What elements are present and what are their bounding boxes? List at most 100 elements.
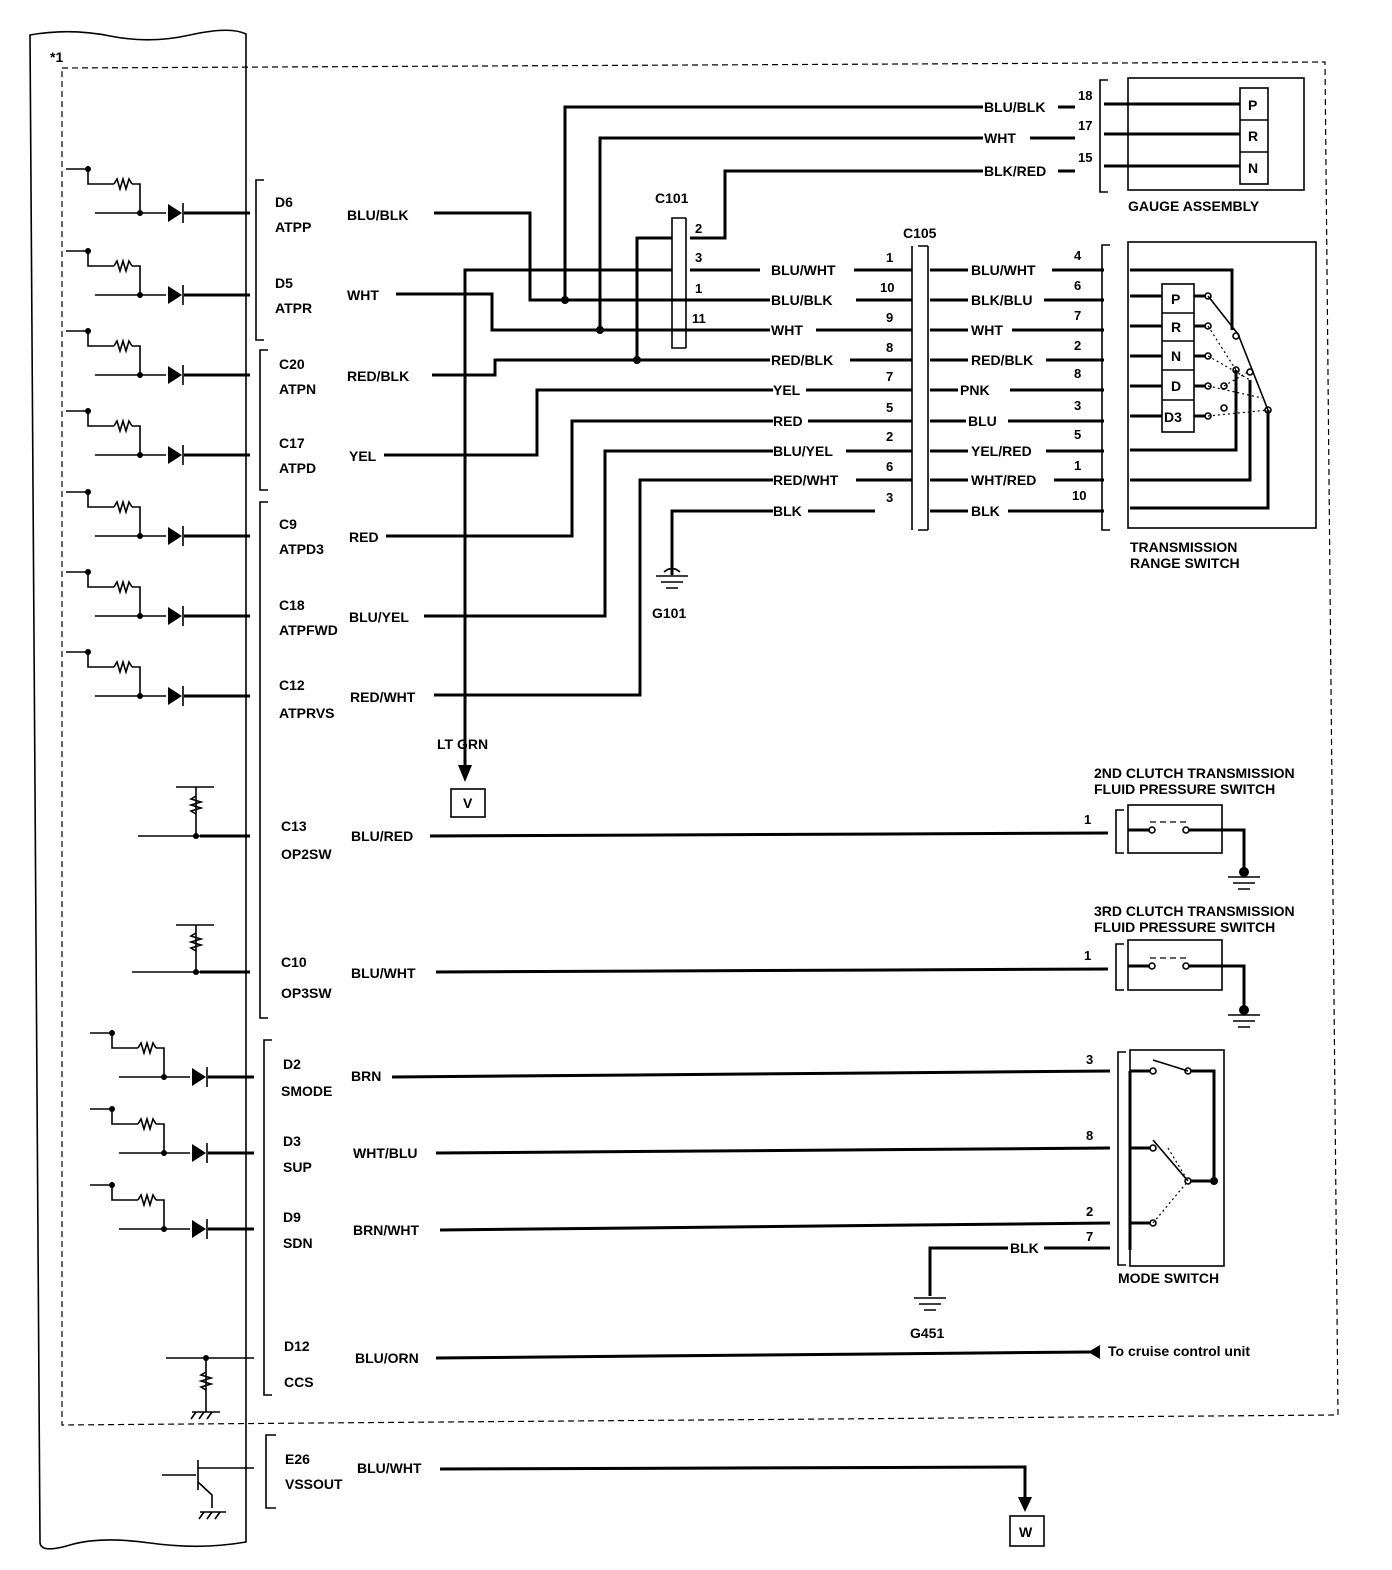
input-circuit-d2 bbox=[90, 1030, 254, 1087]
terminal-id-e26: E26 bbox=[285, 1451, 310, 1467]
terminal-id-c13: C13 bbox=[281, 818, 307, 834]
wire-label-d9: BRN/WHT bbox=[353, 1222, 420, 1238]
gauge-body bbox=[1127, 77, 1305, 191]
wire-c9 bbox=[386, 419, 773, 538]
gauge-title: GAUGE ASSEMBLY bbox=[1128, 198, 1260, 214]
wire-label-d3: WHT/BLU bbox=[353, 1145, 418, 1161]
wire-c20 bbox=[432, 358, 760, 377]
splice-blu-blk bbox=[561, 296, 569, 304]
terminal-name-d9: SDN bbox=[283, 1235, 313, 1251]
trs-pin-8: 8 bbox=[1074, 366, 1081, 381]
trs-position-p: P bbox=[1171, 291, 1180, 307]
terminal-name-c9: ATPD3 bbox=[279, 541, 324, 557]
pcm-internal-circuits bbox=[66, 166, 254, 1520]
terminal-name-c20: ATPN bbox=[279, 381, 316, 397]
gauge-pin-3: 15 bbox=[1078, 150, 1092, 165]
pullup-circuit-c13 bbox=[138, 786, 250, 839]
c105-left-wire-2: BLU/BLK bbox=[771, 292, 832, 308]
gauge-indicator-strip bbox=[1239, 87, 1269, 185]
gauge-assembly: BLU/BLK WHT BLK/RED 18 17 15 P R N GAUGE… bbox=[984, 77, 1305, 214]
wire-label-c17: YEL bbox=[349, 448, 377, 464]
terminal-id-d6: D6 bbox=[275, 194, 293, 210]
mode-pin-8: 8 bbox=[1086, 1128, 1093, 1143]
mode-pin-7: 7 bbox=[1086, 1229, 1093, 1244]
c105-right-wire-6: BLU bbox=[968, 413, 997, 429]
c105-right-wire-4: RED/BLK bbox=[971, 352, 1033, 368]
op2-pressure-switch: 2ND CLUTCH TRANSMISSION FLUID PRESSURE S… bbox=[1084, 765, 1295, 890]
wire-label-c18: BLU/YEL bbox=[349, 609, 409, 625]
terminal-name-c17: ATPD bbox=[279, 460, 316, 476]
c101-pin-3: 3 bbox=[695, 250, 702, 265]
gauge-connector-bracket bbox=[1099, 79, 1108, 193]
input-circuit-d6 bbox=[66, 166, 250, 223]
trs-body bbox=[1127, 241, 1317, 529]
g101-label: G101 bbox=[652, 605, 686, 621]
connector-v-label: V bbox=[463, 795, 473, 811]
c105-right-wire-5: PNK bbox=[960, 382, 990, 398]
input-circuit-c18 bbox=[66, 569, 250, 626]
wiring-lower bbox=[391, 831, 1111, 1512]
c101-body bbox=[671, 217, 687, 349]
g451-label: G451 bbox=[910, 1325, 944, 1341]
cruise-label: To cruise control unit bbox=[1108, 1343, 1250, 1359]
trs-position-column bbox=[1161, 283, 1195, 433]
c105-left-wire-6: RED bbox=[773, 413, 803, 429]
mode-pin-3: 3 bbox=[1086, 1052, 1093, 1067]
wire-c13 bbox=[429, 831, 1109, 838]
connector-c105: C105 BLU/WHT BLU/BLK WHT RED/BLK YEL RED… bbox=[771, 225, 1036, 531]
wire-label-d5: WHT bbox=[347, 287, 379, 303]
op2-pin: 1 bbox=[1084, 812, 1091, 827]
wire-c105-right bbox=[930, 268, 1104, 513]
wire-gauge-pins bbox=[1030, 105, 1075, 173]
terminal-id-d12: D12 bbox=[284, 1338, 310, 1354]
op3-pressure-switch: 3RD CLUTCH TRANSMISSION FLUID PRESSURE S… bbox=[1084, 903, 1295, 1028]
gauge-wire-3: BLK/RED bbox=[984, 163, 1046, 179]
op2-title-line1: 2ND CLUTCH TRANSMISSION bbox=[1094, 765, 1295, 781]
trs-pin-7: 7 bbox=[1074, 308, 1081, 323]
ground-icon bbox=[1228, 1014, 1260, 1028]
c105-left-wire-1: BLU/WHT bbox=[771, 262, 836, 278]
input-circuit-c9 bbox=[66, 489, 250, 546]
c105-left-wire-9: BLK bbox=[773, 503, 802, 519]
wire-e26 bbox=[439, 1465, 1027, 1500]
terminal-id-c10: C10 bbox=[281, 954, 307, 970]
connector-bracket-d-upper bbox=[255, 179, 264, 341]
arrow-to-w bbox=[1018, 1497, 1032, 1512]
c105-pin-3: 3 bbox=[886, 490, 893, 505]
c105-pin-8: 8 bbox=[886, 340, 893, 355]
c105-pin-9: 9 bbox=[886, 310, 893, 325]
wire-gauge-blk-red bbox=[690, 169, 983, 240]
c105-right-wire-2: BLK/BLU bbox=[971, 292, 1032, 308]
c105-left-wire-3: WHT bbox=[771, 322, 803, 338]
trs-pin-10: 10 bbox=[1072, 488, 1086, 503]
c105-pin-2: 2 bbox=[886, 429, 893, 444]
input-circuit-c17 bbox=[66, 408, 250, 465]
input-circuit-d5 bbox=[66, 248, 250, 305]
wire-mode-gnd bbox=[928, 1246, 1110, 1296]
wire-label-d2: BRN bbox=[351, 1068, 381, 1084]
wire-gauge-blu-blk bbox=[563, 105, 983, 300]
lt-grn-label: LT GRN bbox=[437, 736, 488, 752]
terminal-id-d2: D2 bbox=[283, 1056, 301, 1072]
wire-d2 bbox=[391, 1069, 1111, 1079]
c101-label: C101 bbox=[655, 190, 689, 206]
wire-label-d12: BLU/ORN bbox=[355, 1350, 419, 1366]
dashed-control-box bbox=[61, 61, 1339, 1426]
trs-position-n: N bbox=[1171, 348, 1181, 364]
terminal-name-d6: ATPP bbox=[275, 219, 311, 235]
pcm-terminal-labels: D6 ATPP BLU/BLK D5 ATPR WHT C20 ATPN RED… bbox=[275, 194, 422, 1492]
op3-title-line2: FLUID PRESSURE SWITCH bbox=[1094, 919, 1275, 935]
wire-c12 bbox=[434, 478, 773, 697]
gauge-position-r: R bbox=[1248, 128, 1258, 144]
wire-d6 bbox=[434, 211, 760, 302]
pullup-circuit-c10 bbox=[132, 924, 250, 975]
c105-body bbox=[911, 245, 929, 531]
c105-right-wire-9: BLK bbox=[971, 503, 1000, 519]
trs-title-line1: TRANSMISSION bbox=[1130, 539, 1237, 555]
wire-d3 bbox=[435, 1146, 1111, 1155]
c101-pin-1: 1 bbox=[695, 281, 702, 296]
op3-title-line1: 3RD CLUTCH TRANSMISSION bbox=[1094, 903, 1295, 919]
terminal-name-c13: OP2SW bbox=[281, 846, 332, 862]
c105-right-wire-8: WHT/RED bbox=[971, 472, 1036, 488]
trs-pin-3: 3 bbox=[1074, 398, 1081, 413]
